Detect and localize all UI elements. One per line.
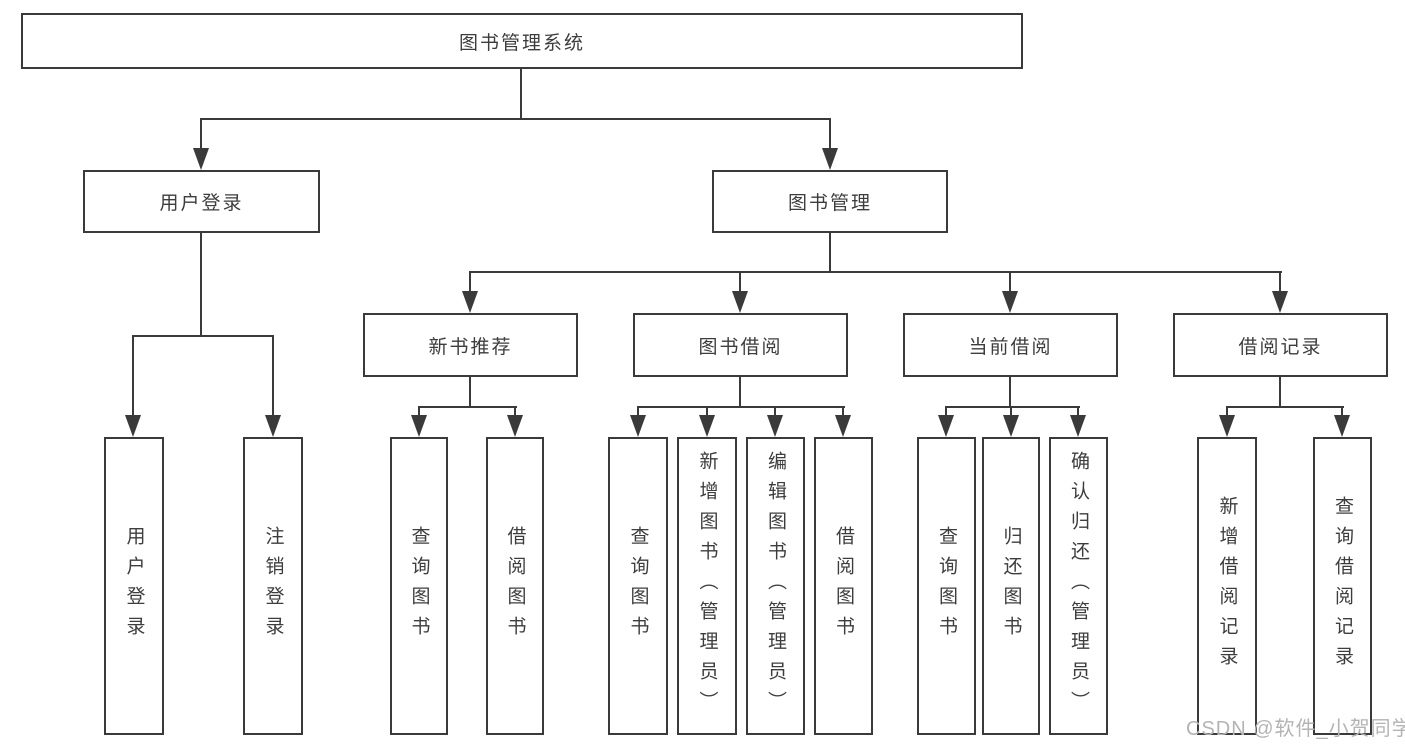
node-root-label: 图书管理系统 [458,32,585,54]
connector-line [1226,406,1344,408]
arrowhead-down-icon [767,415,783,437]
leaf-recommend-query-books-label: 查询图书 [408,526,430,646]
connector-line [1279,271,1281,293]
connector-line [829,118,831,150]
arrowhead-down-icon [1334,415,1350,437]
leaf-recommend-query-books: 查询图书 [390,437,448,735]
arrowhead-down-icon [265,415,281,437]
connector-line [842,406,844,417]
connector-line [469,271,471,293]
connector-line [132,335,274,337]
leaf-current-query-books-label: 查询图书 [936,526,957,646]
arrowhead-down-icon [938,415,954,437]
leaf-confirm-return-admin: 确认归还（管理员） [1049,437,1108,735]
leaf-user-login: 用户登录 [104,437,164,735]
node-book-borrowing-label: 图书借阅 [698,336,783,358]
leaf-borrowing-query-books: 查询图书 [608,437,668,735]
leaf-recommend-borrow-books-label: 借阅图书 [504,526,526,646]
connector-line [1077,406,1079,417]
node-user-login-label: 用户登录 [159,193,244,214]
node-book-borrowing: 图书借阅 [633,313,848,377]
arrowhead-down-icon [630,415,646,437]
connector-line [1279,377,1281,408]
connector-line [272,335,274,415]
arrowhead-down-icon [732,291,748,313]
arrowhead-down-icon [699,415,715,437]
node-borrowing-records: 借阅记录 [1173,313,1388,377]
connector-line [200,233,202,337]
connector-line [829,233,831,273]
connector-line [418,406,517,408]
leaf-logout: 注销登录 [243,437,303,735]
arrowhead-down-icon [1003,415,1019,437]
arrowhead-down-icon [193,148,209,170]
arrowhead-down-icon [1002,291,1018,313]
leaf-confirm-return-admin-label: 确认归还（管理员） [1068,451,1089,721]
arrowhead-down-icon [822,148,838,170]
leaf-user-login-label: 用户登录 [123,526,145,646]
connector-line [132,335,134,415]
arrowhead-down-icon [125,415,141,437]
connector-line [1341,406,1343,417]
leaf-edit-books-admin-label: 编辑图书（管理员） [765,451,786,721]
leaf-add-books-admin-label: 新增图书（管理员） [696,451,718,721]
connector-line [418,406,420,417]
leaf-query-borrow-record-label: 查询借阅记录 [1332,496,1353,676]
connector-line [469,271,1282,273]
leaf-edit-books-admin: 编辑图书（管理员） [746,437,805,735]
connector-line [637,406,845,408]
node-current-borrowing: 当前借阅 [903,313,1118,377]
csdn-watermark: CSDN @软件_小贺同学 [1186,718,1405,740]
leaf-borrowing-borrow-books: 借阅图书 [814,437,873,735]
arrowhead-down-icon [1272,291,1288,313]
connector-line [469,377,471,408]
node-book-management-label: 图书管理 [787,193,872,214]
leaf-add-borrow-record-label: 新增借阅记录 [1216,496,1238,676]
leaf-return-books: 归还图书 [982,437,1040,735]
arrowhead-down-icon [462,291,478,313]
node-root: 图书管理系统 [21,13,1023,69]
connector-line [1226,406,1228,417]
connector-line [1009,271,1011,293]
connector-line [200,118,202,150]
leaf-add-borrow-record: 新增借阅记录 [1197,437,1257,735]
leaf-query-borrow-record: 查询借阅记录 [1313,437,1372,735]
leaf-add-books-admin: 新增图书（管理员） [677,437,737,735]
arrowhead-down-icon [835,415,851,437]
leaf-return-books-label: 归还图书 [1000,526,1022,646]
leaf-recommend-borrow-books: 借阅图书 [486,437,544,735]
connector-line [774,406,776,417]
connector-line [637,406,639,417]
connector-line [520,67,522,120]
connector-line [514,406,516,417]
leaf-borrowing-borrow-books-label: 借阅图书 [833,526,854,646]
connector-line [739,271,741,293]
arrowhead-down-icon [1219,415,1235,437]
leaf-logout-label: 注销登录 [262,526,284,646]
leaf-current-query-books: 查询图书 [917,437,976,735]
node-new-book-recommend-label: 新书推荐 [428,336,513,358]
connector-line [1009,377,1011,408]
arrowhead-down-icon [1070,415,1086,437]
connector-line [739,377,741,408]
connector-line [1010,406,1012,417]
node-borrowing-records-label: 借阅记录 [1238,336,1323,358]
node-current-borrowing-label: 当前借阅 [968,336,1053,358]
leaf-borrowing-query-books-label: 查询图书 [627,526,649,646]
connector-line [945,406,1080,408]
node-user-login: 用户登录 [83,170,320,233]
connector-line [945,406,947,417]
node-new-book-recommend: 新书推荐 [363,313,578,377]
arrowhead-down-icon [507,415,523,437]
connector-line [200,118,831,120]
connector-line [706,406,708,417]
arrowhead-down-icon [411,415,427,437]
node-book-management: 图书管理 [712,170,948,233]
